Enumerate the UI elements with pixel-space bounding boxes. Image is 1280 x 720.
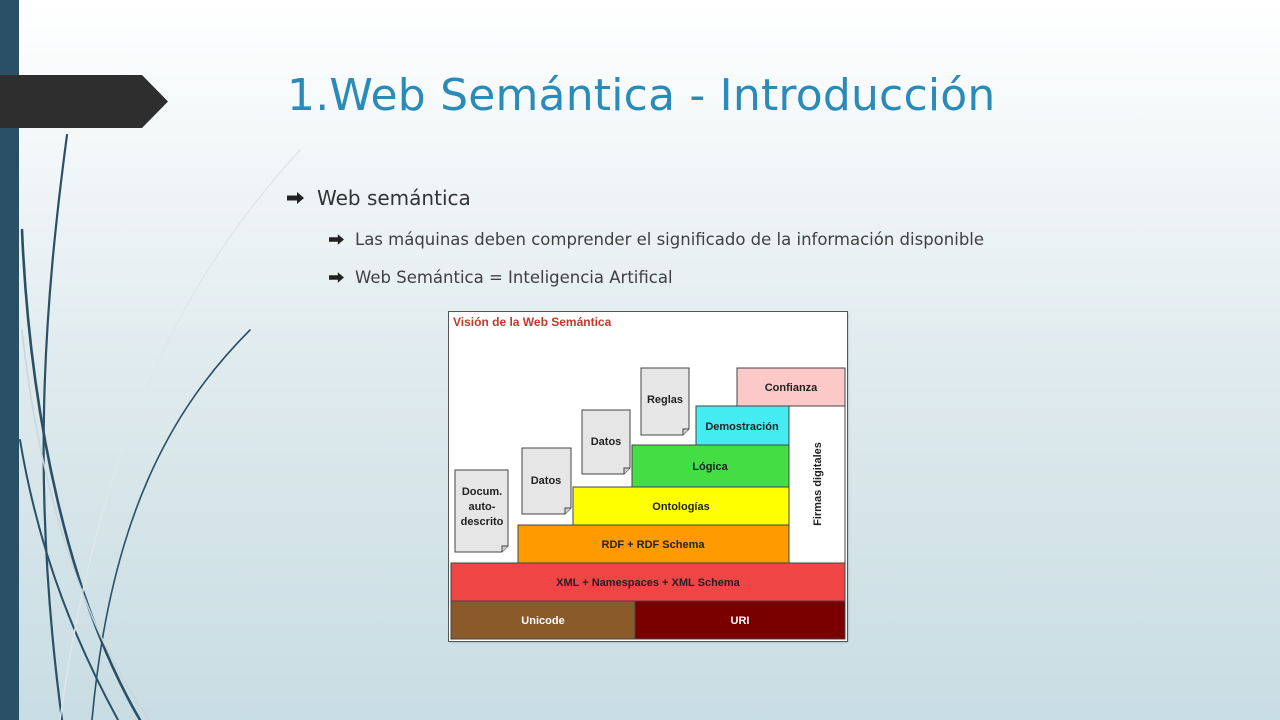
layer-rdf-label: RDF + RDF Schema	[602, 539, 706, 551]
layer-logica: Lógica	[631, 444, 790, 488]
doc-docum-line2: auto-	[469, 501, 496, 513]
doc-sheet-docum: Docum. auto- descrito	[454, 469, 509, 553]
doc-reglas-label: Reglas	[647, 394, 683, 406]
layer-demostracion: Demostración	[695, 405, 790, 446]
layer-firmas-label: Firmas digitales	[812, 442, 824, 526]
layer-xml-label: XML + Namespaces + XML Schema	[556, 577, 741, 589]
doc-sheet-datos-2: Datos	[581, 409, 631, 475]
layer-confianza-label: Confianza	[765, 382, 818, 394]
layer-ontologias: Ontologías	[572, 486, 790, 526]
right-arrow-icon	[329, 272, 344, 283]
right-arrow-icon	[329, 234, 344, 245]
right-arrow-icon	[287, 192, 304, 204]
bullet-list: Web semántica Las máquinas deben compren…	[287, 185, 984, 301]
layer-uri: URI	[634, 600, 846, 640]
diagram-title: Visión de la Web Semántica	[453, 315, 612, 329]
doc-datos-2-label: Datos	[591, 436, 622, 448]
bullet-sub-2-text: Web Semántica = Inteligencia Artifical	[355, 268, 673, 287]
layer-confianza: Confianza	[736, 367, 846, 407]
decorative-curves	[19, 133, 301, 720]
bullet-main: Web semántica	[287, 185, 984, 215]
doc-docum-line1: Docum.	[462, 486, 502, 498]
doc-datos-1-label: Datos	[531, 475, 562, 487]
bullet-sub-1-text: Las máquinas deben comprender el signifi…	[355, 230, 985, 249]
layer-xml: XML + Namespaces + XML Schema	[450, 562, 846, 602]
semantic-web-diagram: Visión de la Web Semántica Unicode URI X…	[449, 312, 847, 641]
bullet-sub-2: Web Semántica = Inteligencia Artifical	[329, 263, 984, 301]
layer-firmas-digitales: Firmas digitales	[788, 405, 846, 564]
layer-unicode-label: Unicode	[521, 615, 564, 627]
title-tab-decoration	[0, 75, 168, 128]
layer-ontologias-label: Ontologías	[652, 501, 709, 513]
slide-title: 1.Web Semántica - Introducción	[287, 70, 996, 121]
layer-uri-label: URI	[731, 615, 750, 627]
left-sidebar-strip	[0, 0, 19, 720]
layer-rdf: RDF + RDF Schema	[517, 524, 790, 564]
doc-sheet-datos-1: Datos	[521, 447, 572, 515]
layer-logica-label: Lógica	[692, 461, 728, 473]
doc-docum-line3: descrito	[461, 516, 504, 528]
layer-unicode: Unicode	[450, 600, 636, 640]
bullet-sub-1: Las máquinas deben comprender el signifi…	[329, 225, 984, 263]
doc-sheet-reglas: Reglas	[640, 367, 690, 436]
layer-demostracion-label: Demostración	[705, 421, 779, 433]
bullet-main-text: Web semántica	[317, 186, 471, 210]
